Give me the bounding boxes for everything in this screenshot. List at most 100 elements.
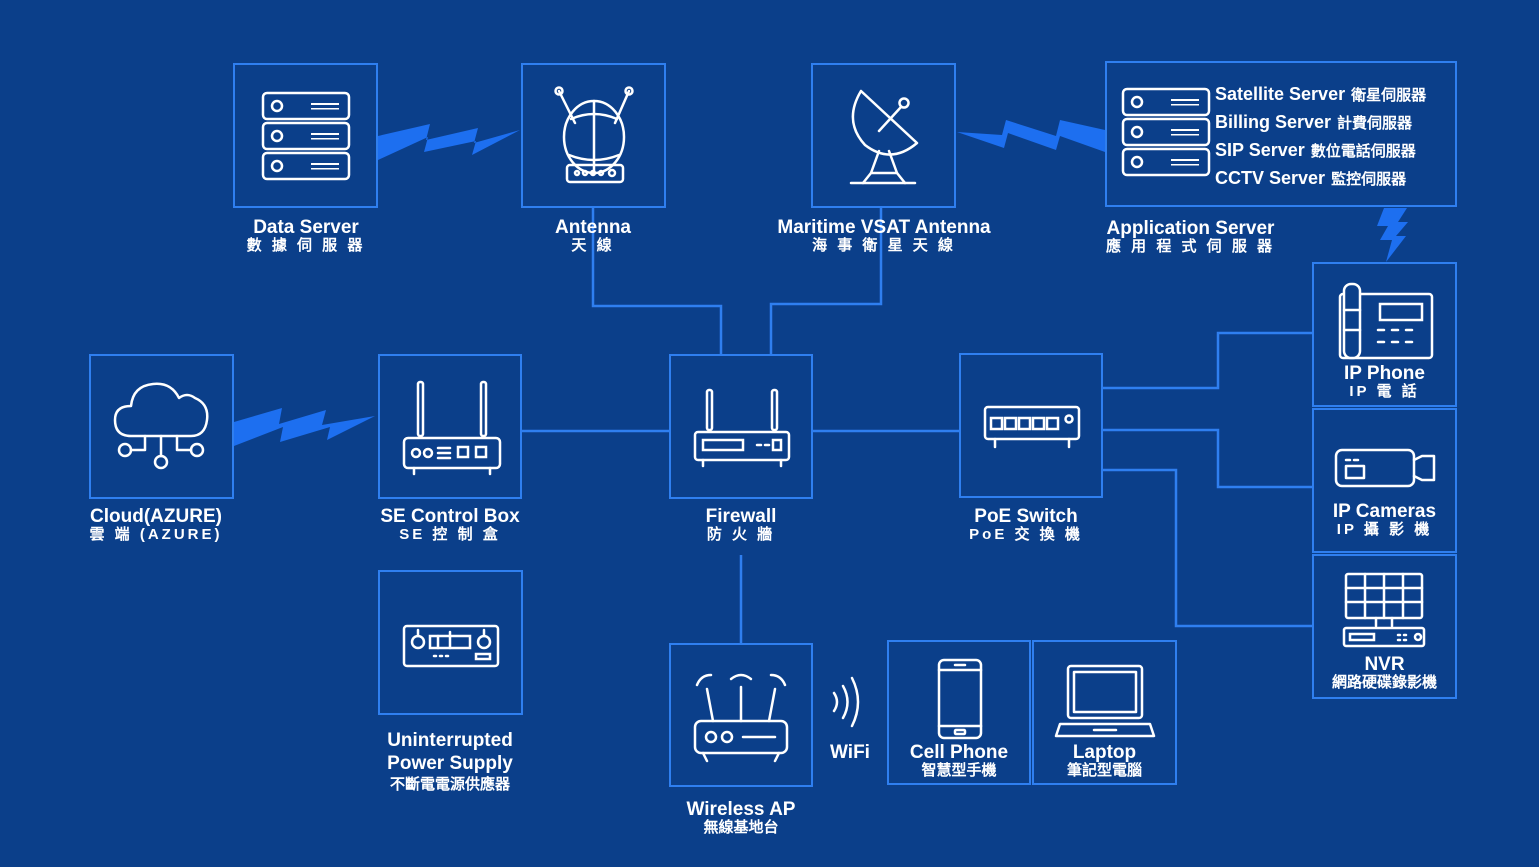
se-box-name: SE Control Box	[380, 506, 520, 527]
label-application-server: Application Server 應 用 程 式 伺 服 器	[1098, 219, 1283, 255]
node-wireless-ap[interactable]	[669, 643, 813, 787]
vsat-name-zh: 海 事 衛 星 天 線	[812, 236, 956, 254]
wireless-ap-name-zh: 無線基地台	[703, 818, 779, 836]
ip-phone-name: IP Phone	[1344, 363, 1425, 384]
satellite-dish-icon	[849, 89, 919, 185]
antenna-name: Antenna	[555, 217, 631, 238]
router-icon	[402, 380, 502, 476]
link-poe-phone	[1103, 331, 1312, 390]
nvr-name: NVR	[1364, 654, 1405, 675]
nvr-name-zh: 網路硬碟錄影機	[1331, 673, 1437, 691]
link-poe-nvr	[1103, 468, 1312, 628]
poe-switch-name: PoE Switch	[974, 506, 1078, 527]
cloud-network-icon	[113, 382, 209, 470]
service-name: Billing Server	[1215, 112, 1332, 132]
nvr-icon	[1342, 572, 1426, 648]
node-data-server[interactable]	[233, 63, 378, 208]
firewall-name: Firewall	[705, 506, 777, 527]
data-server-name-zh: 數 據 伺 服 器	[246, 236, 366, 254]
cloud-name-zh: 雲 端 (AZURE)	[89, 525, 223, 543]
ip-cameras-name-zh: IP 攝 影 機	[1336, 520, 1433, 538]
wifi-text: WiFi	[830, 742, 870, 763]
app-server-name-zh: 應 用 程 式 伺 服 器	[1105, 237, 1275, 255]
wifi-label: WiFi	[820, 743, 880, 763]
node-cell-phone[interactable]: Cell Phone 智慧型手機	[887, 640, 1031, 785]
smartphone-icon	[937, 658, 983, 740]
camera-icon	[1334, 448, 1436, 488]
se-box-name-zh: SE 控 制 盒	[399, 525, 501, 543]
node-laptop[interactable]: Laptop 筆記型電腦	[1032, 640, 1177, 785]
node-nvr[interactable]: NVR 網路硬碟錄影機	[1312, 554, 1457, 699]
poe-switch-name-zh: PoE 交 換 機	[969, 525, 1083, 543]
node-poe-switch[interactable]	[959, 353, 1103, 498]
label-ups: Uninterrupted Power Supply 不斷電電源供應器	[360, 730, 540, 794]
service-name: CCTV Server	[1215, 168, 1326, 188]
node-ip-cameras[interactable]: IP Cameras IP 攝 影 機	[1312, 408, 1457, 553]
label-poe-switch: PoE Switch PoE 交 換 機	[946, 507, 1106, 543]
ups-icon	[402, 624, 500, 668]
label-firewall: Firewall 防 火 牆	[661, 507, 821, 543]
label-antenna: Antenna 天 線	[513, 218, 673, 254]
node-cloud[interactable]	[89, 354, 234, 499]
firewall-name-zh: 防 火 牆	[706, 525, 776, 543]
label-cloud: Cloud(AZURE) 雲 端 (AZURE)	[76, 507, 236, 543]
node-ip-phone[interactable]: IP Phone IP 電 話	[1312, 262, 1457, 407]
ups-name-line1: Uninterrupted	[387, 730, 513, 751]
wireless-link-dataserver-antenna	[378, 124, 520, 160]
cell-phone-name-zh: 智慧型手機	[921, 761, 997, 779]
node-ups[interactable]	[378, 570, 523, 715]
node-firewall[interactable]	[669, 354, 813, 499]
service-name: Satellite Server	[1215, 84, 1346, 104]
wireless-ap-name: Wireless AP	[686, 799, 796, 820]
service-item: SIP Server 數位電話伺服器	[1215, 137, 1426, 165]
wireless-link-cloud-se	[234, 408, 375, 446]
app-server-name: Application Server	[1106, 218, 1275, 239]
label-ip-cameras: IP Cameras IP 攝 影 機	[1306, 502, 1463, 538]
service-name-zh: 監控伺服器	[1331, 171, 1407, 188]
label-wireless-ap: Wireless AP 無線基地台	[661, 800, 821, 836]
label-cell-phone: Cell Phone 智慧型手機	[881, 743, 1037, 779]
vsat-name: Maritime VSAT Antenna	[777, 217, 991, 238]
label-data-server: Data Server 數 據 伺 服 器	[226, 218, 386, 254]
label-laptop: Laptop 筆記型電腦	[1026, 743, 1183, 779]
link-poe-cameras	[1103, 428, 1312, 489]
node-antenna[interactable]	[521, 63, 666, 208]
label-se-control-box: SE Control Box SE 控 制 盒	[370, 507, 530, 543]
node-vsat-antenna[interactable]	[811, 63, 956, 208]
service-item: Billing Server 計費伺服器	[1215, 109, 1426, 137]
ip-phone-icon	[1338, 282, 1434, 360]
cloud-name: Cloud(AZURE)	[90, 506, 222, 527]
ip-phone-name-zh: IP 電 話	[1349, 382, 1420, 400]
service-name-zh: 衛星伺服器	[1351, 87, 1427, 104]
link-vsat-firewall	[769, 208, 883, 354]
node-application-server[interactable]: Satellite Server 衛星伺服器 Billing Server 計費伺服…	[1105, 61, 1457, 207]
wireless-router-icon	[693, 673, 789, 763]
switch-icon	[983, 405, 1081, 449]
service-item: Satellite Server 衛星伺服器	[1215, 81, 1426, 109]
wireless-link-appserver-phone	[1377, 208, 1408, 262]
service-name-zh: 計費伺服器	[1337, 115, 1413, 132]
data-server-name: Data Server	[253, 217, 359, 238]
firewall-router-icon	[693, 388, 791, 468]
server-rack-icon	[1121, 87, 1211, 177]
node-se-control-box[interactable]	[378, 354, 522, 499]
server-rack-icon	[261, 91, 351, 181]
laptop-name-zh: 筆記型電腦	[1066, 761, 1142, 779]
label-nvr: NVR 網路硬碟錄影機	[1306, 655, 1463, 691]
service-item: CCTV Server 監控伺服器	[1215, 165, 1426, 193]
service-list: Satellite Server 衛星伺服器 Billing Server 計費伺服…	[1215, 81, 1426, 193]
ups-name-line2: Power Supply	[387, 752, 513, 774]
laptop-icon	[1054, 664, 1156, 738]
service-name-zh: 數位電話伺服器	[1310, 143, 1416, 160]
laptop-name: Laptop	[1072, 742, 1137, 763]
link-antenna-firewall	[591, 208, 723, 354]
antenna-icon	[554, 86, 634, 184]
antenna-name-zh: 天 線	[571, 236, 615, 254]
wireless-link-vsat-appserver	[957, 120, 1105, 152]
ups-name-zh: 不斷電電源供應器	[389, 775, 510, 793]
service-name: SIP Server	[1215, 140, 1305, 160]
label-ip-phone: IP Phone IP 電 話	[1306, 364, 1463, 400]
cell-phone-name: Cell Phone	[909, 742, 1009, 763]
